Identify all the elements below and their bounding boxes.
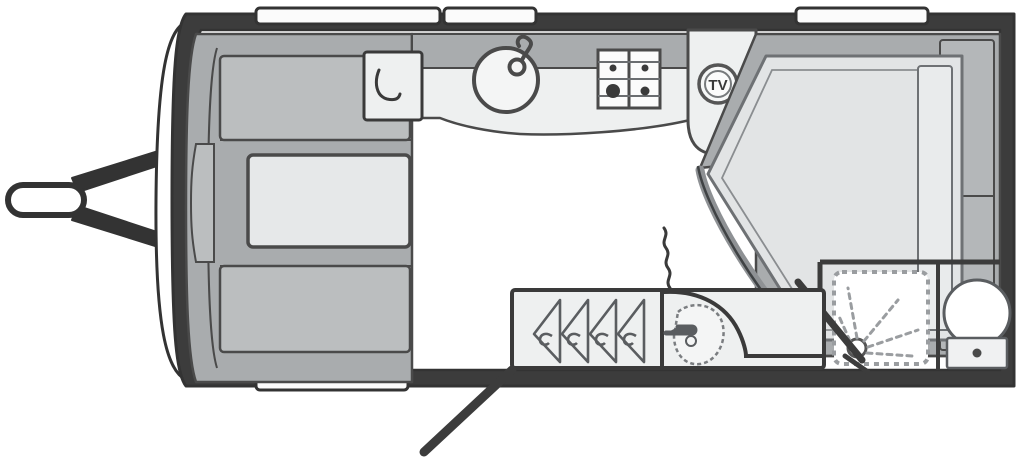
wardrobe-hanger-icons	[532, 298, 646, 364]
front-nose-cushion	[189, 143, 215, 263]
wardrobe-washbasin-group	[510, 226, 826, 370]
front-sofa-bottom-cushion	[218, 264, 412, 354]
entrance-door-leaf	[419, 365, 517, 457]
kitchen-group: TV	[362, 28, 758, 156]
a-frame-group	[5, 147, 173, 251]
hob-burner-2	[641, 64, 649, 72]
hob-burner-1	[609, 64, 617, 72]
fridge-door-swing-icon	[374, 68, 402, 102]
front-lounge-group	[184, 32, 414, 384]
window-mid-top	[442, 6, 538, 26]
toilet-flush-button-icon	[972, 348, 982, 358]
shower-door-handle-line	[842, 353, 871, 375]
sink-tap-icon	[515, 34, 533, 62]
toilet-bowl-icon	[942, 278, 1012, 348]
sink-drain-icon	[507, 57, 527, 77]
hob-burner-3	[606, 84, 620, 98]
toilet-group	[942, 278, 1012, 370]
hob-burner-4	[640, 86, 650, 96]
hitch-coupling-icon	[5, 182, 87, 218]
hob	[596, 48, 662, 110]
window-rear-top	[794, 6, 930, 26]
entrance-door-group	[419, 365, 517, 457]
washroom-curved-partition	[662, 289, 826, 358]
washbasin-bowl-icon	[672, 303, 725, 366]
windows-top-group	[254, 6, 930, 26]
window-front-top	[254, 6, 442, 26]
tv-icon-inner-ring	[704, 70, 732, 98]
washbasin-drain-icon	[685, 335, 697, 347]
tv-label: TV	[708, 77, 727, 94]
sink-bowl-icon	[472, 46, 540, 114]
shower-spray-lines	[836, 286, 920, 358]
lounge-table	[246, 153, 412, 249]
washbasin-tap-icon	[663, 324, 698, 336]
fridge	[362, 50, 424, 122]
partition-curtain-squiggle-icon	[662, 226, 672, 290]
